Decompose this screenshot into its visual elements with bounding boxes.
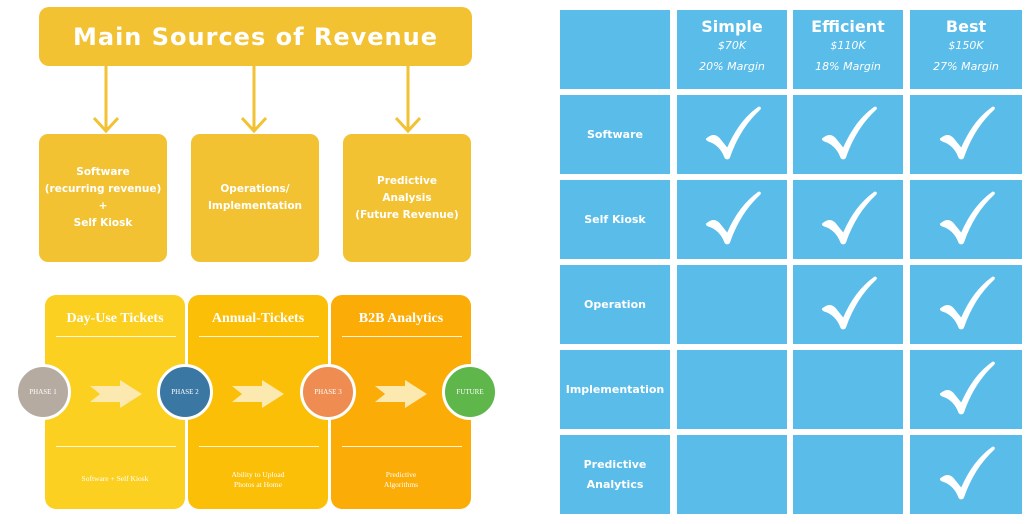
row-label-implementation: Implementation bbox=[560, 350, 670, 429]
phase-description: Predictive Algorithms bbox=[383, 470, 419, 489]
tier-name: Best bbox=[945, 17, 987, 36]
row-label-text: Self Kiosk bbox=[584, 212, 646, 226]
table-cell bbox=[793, 265, 903, 344]
table-cell bbox=[910, 180, 1022, 259]
revenue-title: Main Sources of Revenue bbox=[39, 7, 472, 66]
checkmark-icon bbox=[821, 276, 877, 330]
phase-circle-2: PHASE 2 bbox=[157, 364, 213, 420]
checkmark-icon bbox=[939, 191, 995, 245]
table-cell bbox=[793, 95, 903, 174]
table-cell bbox=[677, 180, 787, 259]
row-label-text: Software bbox=[587, 127, 643, 141]
tier-header-simple: Simple $70K 20% Margin bbox=[677, 10, 787, 89]
chevron-right-icon bbox=[90, 380, 142, 408]
tier-margin: 20% Margin bbox=[699, 60, 765, 73]
row-label-self-kiosk: Self Kiosk bbox=[560, 180, 670, 259]
row-label-operation: Operation bbox=[560, 265, 670, 344]
checkmark-icon bbox=[705, 191, 761, 245]
checkmark-icon bbox=[939, 446, 995, 500]
tier-price: $70K bbox=[717, 39, 747, 52]
table-cell bbox=[910, 350, 1022, 429]
table-cell bbox=[910, 435, 1022, 514]
phase-title: B2B Analytics bbox=[358, 311, 444, 326]
tier-header-efficient: Efficient $110K 18% Margin bbox=[793, 10, 903, 89]
phase-title: Annual-Tickets bbox=[211, 311, 305, 326]
row-label-software: Software bbox=[560, 95, 670, 174]
chevron-right-icon bbox=[232, 380, 284, 408]
revenue-box-label: Operations/ Implementation bbox=[207, 183, 303, 212]
arrow-down-icon bbox=[394, 66, 422, 134]
divider bbox=[56, 336, 176, 337]
table-cell bbox=[793, 350, 903, 429]
revenue-box-predictive: Predictive Analysis (Future Revenue) bbox=[343, 134, 471, 262]
table-cell bbox=[910, 95, 1022, 174]
table-cell bbox=[793, 435, 903, 514]
checkmark-icon bbox=[939, 106, 995, 160]
table-cell bbox=[793, 180, 903, 259]
table-cell bbox=[677, 265, 787, 344]
table-cell bbox=[677, 435, 787, 514]
table-corner-cell bbox=[560, 10, 670, 89]
tier-header-best: Best $150K 27% Margin bbox=[910, 10, 1022, 89]
row-label-text: Predictive Analytics bbox=[583, 457, 647, 491]
divider bbox=[56, 446, 176, 447]
revenue-box-label: Software (recurring revenue) + Self Kios… bbox=[44, 166, 162, 229]
revenue-box-software: Software (recurring revenue) + Self Kios… bbox=[39, 134, 167, 262]
row-label-text: Implementation bbox=[565, 382, 665, 396]
row-label-text: Operation bbox=[584, 297, 646, 311]
checkmark-icon bbox=[939, 276, 995, 330]
divider bbox=[342, 446, 462, 447]
tier-margin: 18% Margin bbox=[815, 60, 881, 73]
checkmark-icon bbox=[821, 191, 877, 245]
phase-description: Ability to Upload Photos at Home bbox=[231, 470, 285, 489]
arrow-down-icon bbox=[240, 66, 268, 134]
phase-circle-future: FUTURE bbox=[442, 364, 498, 420]
table-cell bbox=[910, 265, 1022, 344]
divider bbox=[342, 336, 462, 337]
table-cell bbox=[677, 350, 787, 429]
checkmark-icon bbox=[821, 106, 877, 160]
checkmark-icon bbox=[939, 361, 995, 415]
tier-name: Simple bbox=[701, 17, 763, 36]
divider bbox=[199, 336, 319, 337]
phase-description: Software + Self Kiosk bbox=[81, 474, 149, 483]
phase-title: Day-Use Tickets bbox=[66, 311, 164, 326]
phase-circle-1: PHASE 1 bbox=[15, 364, 71, 420]
tier-price: $150K bbox=[948, 39, 984, 52]
table-cell bbox=[677, 95, 787, 174]
arrow-down-icon bbox=[92, 66, 120, 134]
revenue-box-label: Predictive Analysis (Future Revenue) bbox=[355, 174, 459, 221]
tier-name: Efficient bbox=[811, 17, 885, 36]
divider bbox=[199, 446, 319, 447]
row-label-predictive-analytics: Predictive Analytics bbox=[560, 435, 670, 514]
tier-margin: 27% Margin bbox=[933, 60, 999, 73]
tier-price: $110K bbox=[830, 39, 866, 52]
phase-circle-3: PHASE 3 bbox=[300, 364, 356, 420]
checkmark-icon bbox=[705, 106, 761, 160]
revenue-box-operations: Operations/ Implementation bbox=[191, 134, 319, 262]
chevron-right-icon bbox=[375, 380, 427, 408]
